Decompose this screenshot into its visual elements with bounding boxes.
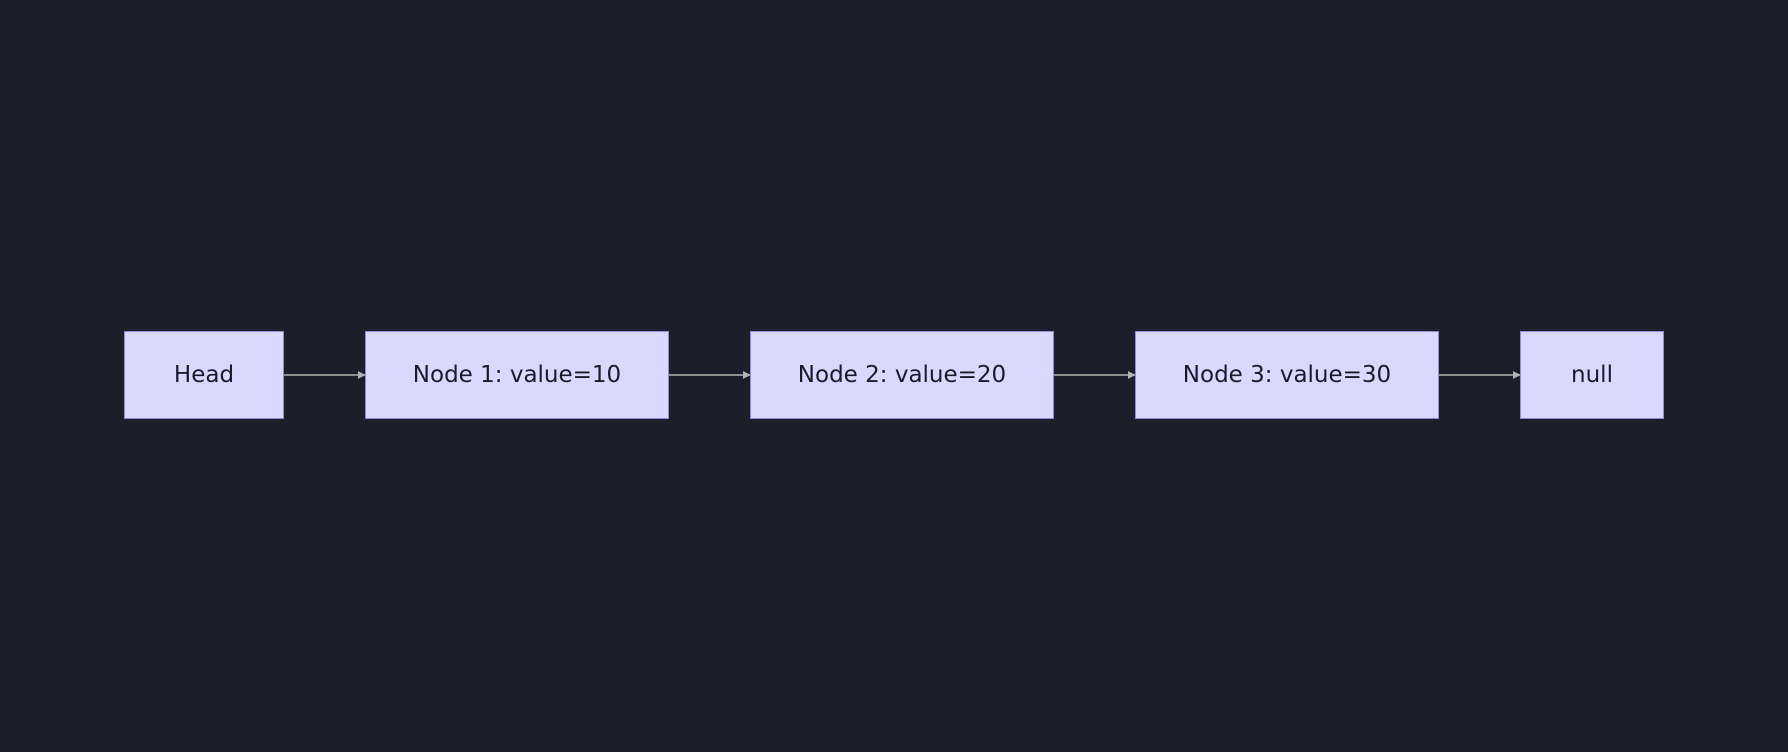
head-node: Head — [124, 331, 284, 419]
node-2: Node 2: value=20 — [750, 331, 1054, 419]
node-3-label: Node 3: value=30 — [1182, 362, 1392, 388]
node-1: Node 1: value=10 — [365, 331, 669, 419]
head-node-label: Head — [173, 362, 235, 388]
node-1-label: Node 1: value=10 — [412, 362, 622, 388]
null-node: null — [1520, 331, 1664, 419]
node-2-label: Node 2: value=20 — [797, 362, 1007, 388]
node-3: Node 3: value=30 — [1135, 331, 1439, 419]
null-node-label: null — [1571, 362, 1613, 388]
